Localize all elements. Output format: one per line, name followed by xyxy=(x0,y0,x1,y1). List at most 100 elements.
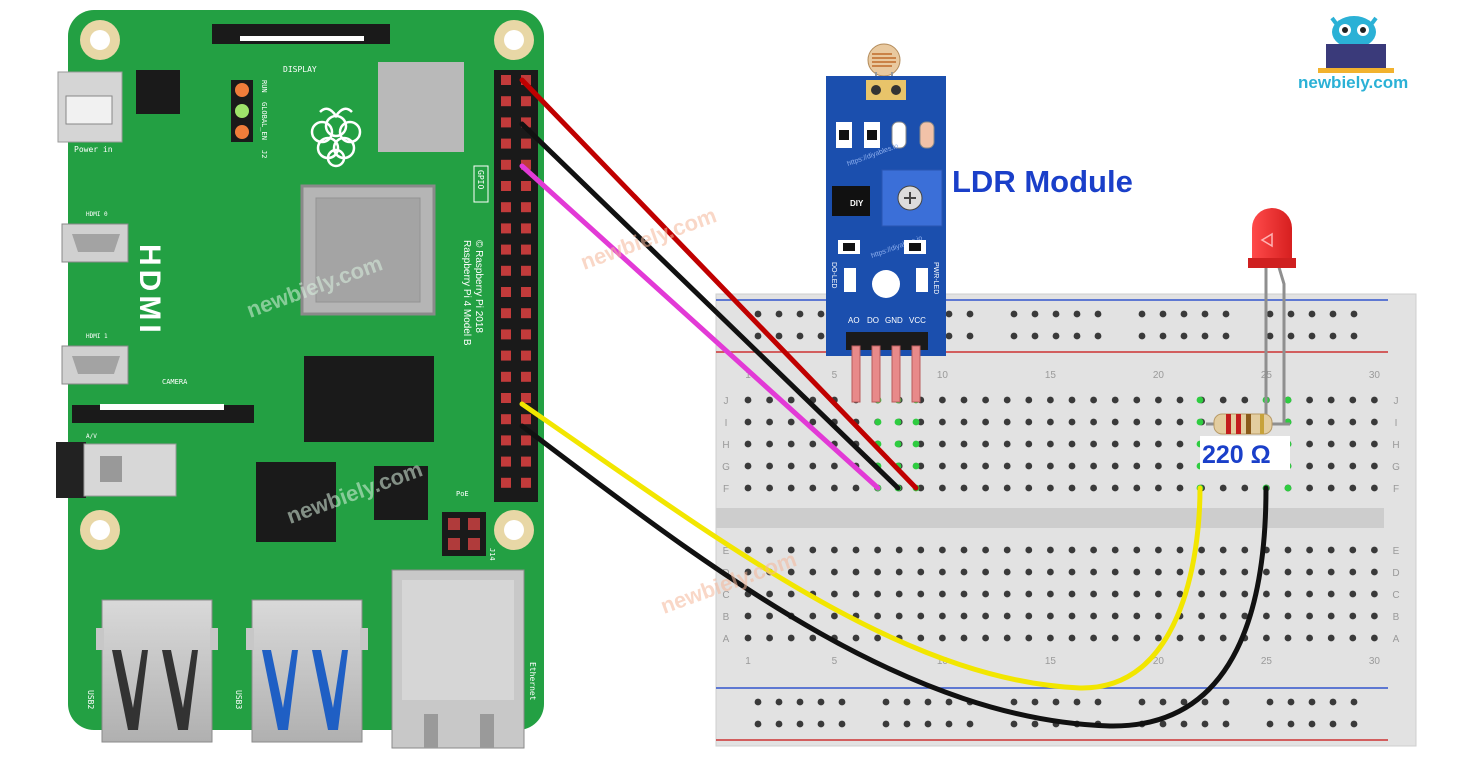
breadboard-hole xyxy=(1111,484,1119,492)
av-jack xyxy=(56,442,177,498)
breadboard-hole xyxy=(1068,634,1076,642)
rail-hole xyxy=(817,332,825,340)
breadboard-hole xyxy=(744,634,752,642)
breadboard-hole xyxy=(1284,634,1292,642)
breadboard-hole xyxy=(917,612,925,620)
breadboard-hole xyxy=(1284,568,1292,576)
column-number: 25 xyxy=(1261,656,1273,667)
rail-hole xyxy=(1180,310,1188,318)
hdmi-silkscreen: HDMI xyxy=(133,244,166,337)
breadboard-hole xyxy=(1090,462,1097,470)
gpio-pin xyxy=(501,414,511,425)
gpio-pin xyxy=(521,287,531,297)
gpio-header xyxy=(494,70,538,502)
mounting-hole xyxy=(872,270,900,298)
rail-hole xyxy=(966,310,974,318)
breadboard-hole xyxy=(1003,484,1011,492)
breadboard-hole xyxy=(1068,484,1076,492)
breadboard-hole xyxy=(917,440,925,448)
rail-hole xyxy=(1287,698,1295,706)
connected-hole xyxy=(1196,396,1204,404)
newbiely-logo xyxy=(1318,16,1394,73)
breadboard-hole xyxy=(1155,396,1162,404)
rail-hole xyxy=(1308,720,1316,728)
breadboard-hole xyxy=(939,568,946,576)
row-letter: F xyxy=(723,484,729,495)
gpio-pin xyxy=(521,244,531,255)
rail-hole xyxy=(1201,720,1209,728)
breadboard-hole xyxy=(1327,462,1335,470)
breadboard-hole xyxy=(787,590,795,598)
gpio-pin xyxy=(501,138,511,149)
breadboard-hole xyxy=(1068,440,1076,448)
resistor-label: 220 Ω xyxy=(1202,441,1271,469)
row-letter: E xyxy=(723,546,730,557)
column-number: 5 xyxy=(832,370,838,381)
rail-hole xyxy=(1073,698,1081,706)
breadboard-hole xyxy=(1198,568,1205,576)
breadboard-hole xyxy=(1090,440,1097,448)
connected-hole xyxy=(1284,396,1292,404)
rail-hole xyxy=(796,720,804,728)
row-letter: C xyxy=(722,590,729,601)
rail-hole xyxy=(1010,720,1018,728)
breadboard-hole xyxy=(874,546,881,554)
breadboard-hole xyxy=(1068,418,1076,426)
rail-hole xyxy=(754,310,762,318)
gpio-pin xyxy=(501,287,511,297)
gpio-pin xyxy=(501,159,511,170)
chip-usb xyxy=(256,462,336,542)
breadboard-hole xyxy=(1327,634,1335,642)
breadboard-hole xyxy=(1003,396,1011,404)
breadboard-hole xyxy=(939,440,946,448)
row-letter: B xyxy=(723,612,730,623)
resistor-220 xyxy=(1206,413,1290,435)
rail-hole xyxy=(882,720,890,728)
breadboard-hole xyxy=(960,418,968,426)
breadboard-hole xyxy=(1371,396,1378,404)
breadboard-hole xyxy=(744,568,752,576)
rail-hole xyxy=(1266,720,1274,728)
breadboard-hole xyxy=(917,418,925,426)
breadboard-hole xyxy=(960,440,968,448)
rail-hole xyxy=(1073,332,1081,340)
rail-hole xyxy=(1201,698,1209,706)
breadboard-hole xyxy=(1371,484,1378,492)
rail-hole xyxy=(1180,698,1188,706)
rail-hole xyxy=(1329,310,1337,318)
rail-hole xyxy=(754,698,762,706)
gpio-pin xyxy=(521,181,531,191)
rail-hole xyxy=(1094,698,1102,706)
rail-hole xyxy=(796,332,804,340)
breadboard-hole xyxy=(1306,418,1313,426)
breadboard-hole xyxy=(1176,634,1184,642)
pin-label-vcc: VCC xyxy=(909,316,926,325)
rail-hole xyxy=(1159,720,1167,728)
breadboard-hole xyxy=(831,590,838,598)
breadboard-hole xyxy=(766,634,773,642)
rail-hole xyxy=(1350,698,1358,706)
gpio-pin xyxy=(501,244,511,255)
pin-label-ao: AO xyxy=(848,316,860,325)
breadboard-hole xyxy=(1371,568,1378,576)
breadboard-hole xyxy=(917,634,925,642)
breadboard-hole xyxy=(895,590,903,598)
resistor-label-bg xyxy=(1200,436,1290,470)
breadboard-hole xyxy=(917,568,925,576)
breadboard-hole xyxy=(766,590,773,598)
breadboard-hole xyxy=(1263,590,1270,598)
breadboard-hole xyxy=(960,634,968,642)
wire-ao xyxy=(519,163,881,491)
rail-hole xyxy=(1329,332,1337,340)
breadboard-hole xyxy=(1198,590,1205,598)
breadboard-hole xyxy=(1198,612,1205,620)
gpio-pin xyxy=(501,75,511,85)
breadboard-hole xyxy=(744,612,752,620)
breadboard-hole xyxy=(982,612,989,620)
connected-hole xyxy=(894,418,902,426)
rail-hole xyxy=(1308,698,1316,706)
breadboard-hole xyxy=(982,590,989,598)
rail-hole xyxy=(1222,720,1230,728)
breadboard-hole xyxy=(874,568,881,576)
diy-label: DIY xyxy=(850,199,864,208)
